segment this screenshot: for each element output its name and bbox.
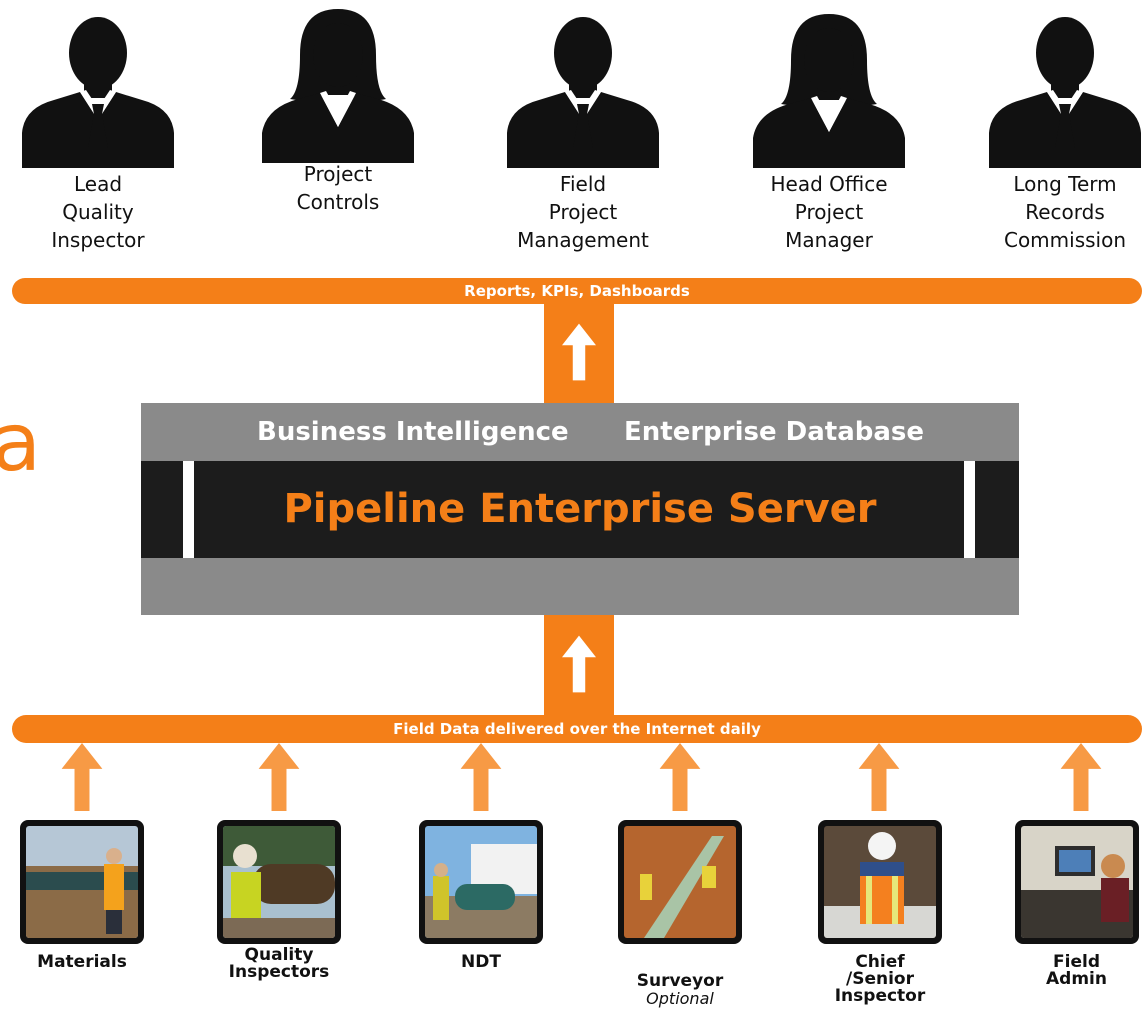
person-head-office-project-manager: Head Office Project Manager <box>739 8 919 254</box>
role-quality-inspectors: Quality Inspectors <box>209 820 349 981</box>
role-label: Chief /Senior Inspector <box>834 952 926 1006</box>
server-post-right <box>964 461 975 558</box>
up-arrow-icon <box>455 743 507 811</box>
up-arrow-icon <box>253 743 305 811</box>
up-arrow-icon <box>853 743 905 811</box>
quality-inspectors-photo <box>217 820 341 944</box>
enterprise-database-label: Enterprise Database <box>624 417 925 447</box>
surveyor-photo <box>618 820 742 944</box>
person-label: Field Project Management <box>517 172 649 252</box>
cut-off-text: a <box>0 396 42 489</box>
reports-bar: Reports, KPIs, Dashboards <box>12 278 1142 304</box>
female-silhouette-icon <box>258 3 418 163</box>
server-body <box>141 461 1019 558</box>
field-admin-photo <box>1014 820 1139 944</box>
field-data-bar: Field Data delivered over the Internet d… <box>12 715 1142 743</box>
role-label: Materials <box>37 952 127 972</box>
person-long-term-records-commission: Long Term Records Commission <box>975 8 1145 254</box>
field-data-bar-label: Field Data delivered over the Internet d… <box>393 720 761 738</box>
up-arrow-icon <box>1055 743 1107 811</box>
server-footer <box>141 558 1019 615</box>
up-arrow-icon <box>56 743 108 811</box>
person-field-project-management: Field Project Management <box>493 8 673 254</box>
role-field-admin: Field Admin <box>1014 820 1139 988</box>
person-lead-quality-inspector: Lead Quality Inspector <box>8 8 188 254</box>
person-project-controls: Project Controls <box>248 8 428 216</box>
up-arrow-icon <box>654 743 706 811</box>
person-label: Project Controls <box>296 162 380 214</box>
reports-bar-label: Reports, KPIs, Dashboards <box>464 282 690 300</box>
male-silhouette-icon <box>18 8 178 168</box>
role-ndt: NDT <box>411 820 551 971</box>
role-sublabel: Optional <box>646 989 714 1008</box>
server-post-left <box>183 461 194 558</box>
person-label: Long Term Records Commission <box>1003 172 1127 252</box>
person-label: Lead Quality Inspector <box>51 172 145 252</box>
business-intelligence-label: Business Intelligence <box>257 417 569 447</box>
male-silhouette-icon <box>503 8 663 168</box>
female-silhouette-icon <box>749 8 909 168</box>
role-surveyor: Surveyor Optional <box>610 820 750 1024</box>
role-label: Field Admin <box>1046 952 1107 989</box>
person-label: Head Office Project Manager <box>770 172 888 252</box>
role-chief-senior-inspector: Chief /Senior Inspector <box>805 820 955 1005</box>
ndt-photo <box>419 820 543 944</box>
chief-inspector-photo <box>818 820 942 944</box>
role-materials: Materials <box>12 820 152 971</box>
up-arrow-icon <box>562 323 596 381</box>
role-label: Quality Inspectors <box>228 945 330 982</box>
role-label: NDT <box>461 952 501 972</box>
server-header: Business Intelligence Enterprise Databas… <box>141 403 1019 461</box>
role-label: Surveyor Optional <box>610 956 750 1024</box>
up-arrow-icon <box>562 635 596 693</box>
server-title: Pipeline Enterprise Server <box>283 486 877 532</box>
male-silhouette-icon <box>985 8 1145 168</box>
materials-photo <box>20 820 144 944</box>
